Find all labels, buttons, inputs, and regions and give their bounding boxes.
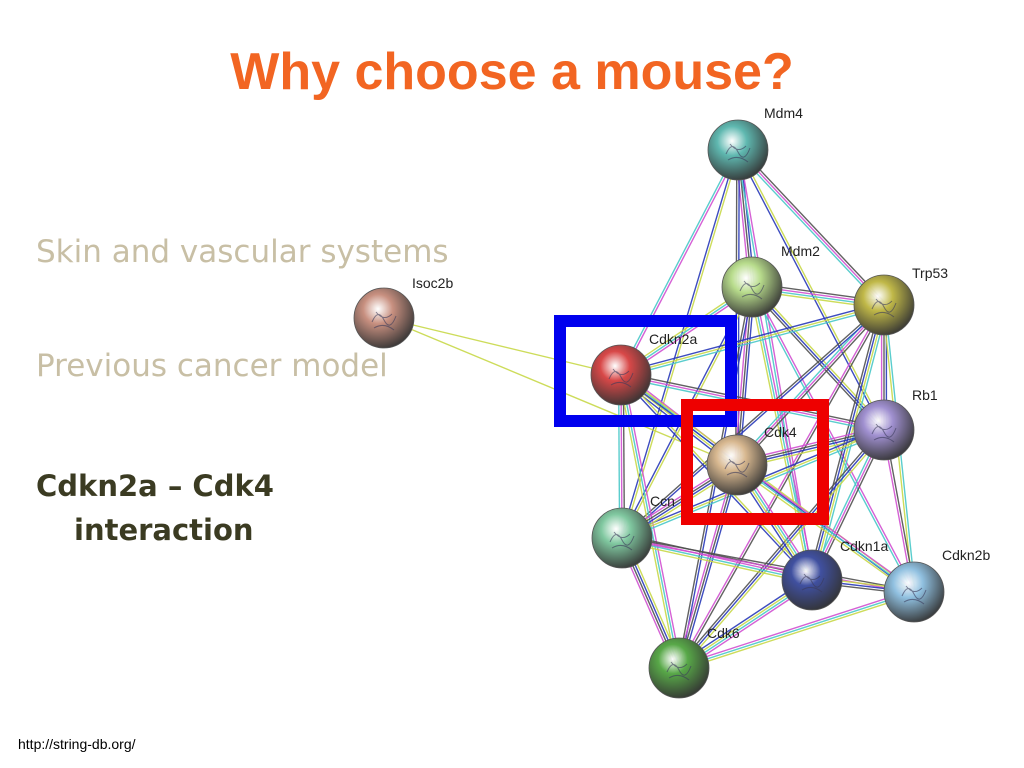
- edge-cdk4-cdkn2b: [737, 462, 916, 591]
- edge-cdk4-cdkn2b: [735, 466, 914, 595]
- edge-trp53-cdk4: [738, 306, 887, 468]
- slide-title: Why choose a mouse?: [230, 43, 794, 101]
- node-mdm4[interactable]: Mdm4: [707, 105, 803, 181]
- node-rb1-structure-icon: [871, 423, 897, 443]
- node-cdkn2b-label: Cdkn2b: [942, 547, 990, 563]
- edge-mdm4-trp53: [735, 151, 883, 308]
- edge-trp53-ccn: [620, 303, 884, 538]
- edge-cdk6-cdkn2b: [679, 593, 915, 671]
- edge-mdm2-cdkn1a: [753, 286, 816, 580]
- node-isoc2b-label: Isoc2b: [412, 275, 453, 291]
- edge-ccn-cdkn1a: [621, 540, 812, 585]
- bullet-interaction-line1: Cdkn2a – Cdk4: [36, 469, 274, 503]
- node-cdk4-label: Cdk4: [764, 424, 797, 440]
- edge-mdm4-rb1: [738, 149, 886, 430]
- edge-trp53-cdk6: [679, 305, 886, 669]
- node-mdm2-structure-icon: [739, 280, 765, 300]
- edge-mdm4-trp53: [739, 147, 887, 304]
- edge-trp53-cdkn2a: [620, 302, 884, 374]
- edge-mdm2-cdkn2b: [750, 287, 914, 593]
- network-nodes: Mdm4Mdm2Trp53Isoc2bCdkn2aRb1Cdk4CcnCdkn1…: [353, 105, 990, 699]
- bullet-skin-vascular: Skin and vascular systems: [36, 234, 449, 270]
- edge-ccn-cdkn2b: [622, 536, 915, 592]
- edge-trp53-cdk6: [677, 304, 884, 668]
- node-ccn[interactable]: Ccn: [591, 493, 675, 569]
- edge-cdk4-cdk6: [678, 464, 738, 669]
- edge-ccn-cdkn1a: [621, 538, 812, 582]
- edge-trp53-cdk4: [736, 304, 885, 466]
- node-cdkn2a[interactable]: Cdkn2a: [590, 331, 697, 406]
- edge-mdm4-trp53: [737, 149, 885, 306]
- node-isoc2b[interactable]: Isoc2b: [353, 275, 453, 349]
- node-cdkn2a-structure-icon: [608, 368, 634, 388]
- node-mdm4-label: Mdm4: [764, 105, 803, 121]
- edge-mdm2-rb1: [753, 284, 887, 429]
- node-cdk6-structure-icon: [666, 661, 692, 681]
- edge-cdk4-cdk6: [680, 465, 740, 669]
- node-trp53[interactable]: Trp53: [853, 265, 948, 336]
- node-ccn-structure-icon: [609, 531, 635, 551]
- edge-cdk6-cdkn2b: [678, 589, 914, 667]
- node-cdk6-label: Cdk6: [707, 625, 740, 641]
- edge-rb1-cdk6: [680, 431, 887, 671]
- edge-cdk6-cdkn2b: [678, 591, 915, 669]
- node-mdm4-structure-icon: [725, 143, 751, 163]
- red-highlight-box: [681, 399, 829, 525]
- edge-trp53-cdkn2a: [620, 304, 885, 376]
- node-cdkn1a-structure-icon: [799, 573, 825, 593]
- node-cdk4[interactable]: Cdk4: [706, 424, 797, 496]
- node-cdkn1a[interactable]: Cdkn1a: [781, 538, 888, 611]
- edge-mdm2-cdkn1a: [751, 286, 813, 581]
- edge-mdm2-cdkn2b: [752, 286, 916, 592]
- edge-trp53-cdkn1a: [807, 303, 882, 580]
- node-rb1-label: Rb1: [912, 387, 938, 403]
- node-cdkn2b-structure-icon: [901, 585, 927, 605]
- node-mdm2[interactable]: Mdm2: [721, 243, 820, 318]
- blue-highlight-box: [554, 315, 737, 427]
- node-cdk6[interactable]: Cdk6: [648, 625, 740, 699]
- edge-mdm4-rb1: [736, 150, 884, 431]
- node-cdkn2b[interactable]: Cdkn2b: [883, 547, 990, 623]
- node-ccn-label: Ccn: [650, 493, 675, 509]
- edge-rb1-cdk6: [678, 429, 885, 669]
- node-isoc2b-structure-icon: [371, 311, 397, 331]
- edge-mdm4-cdkn2a: [619, 149, 738, 375]
- node-rb1[interactable]: Rb1: [853, 387, 938, 461]
- edge-trp53-cdkn2a: [621, 306, 885, 378]
- node-cdk4-structure-icon: [724, 458, 750, 478]
- node-cdkn2a-label: Cdkn2a: [649, 331, 697, 347]
- edge-ccn-cdkn1a: [622, 533, 813, 578]
- edge-trp53-cdkn1a: [812, 305, 886, 581]
- edge-mdm2-rb1: [751, 286, 885, 431]
- edge-cdk4-cdkn2b: [736, 464, 915, 593]
- edge-trp53-ccn: [622, 305, 886, 540]
- source-url: http://string-db.org/: [18, 736, 136, 752]
- node-cdkn1a-label: Cdkn1a: [840, 538, 888, 554]
- bullet-interaction: Cdkn2a – Cdk4 interaction: [36, 464, 274, 552]
- edge-cdk4-cdk6: [676, 464, 736, 668]
- node-trp53-label: Trp53: [912, 265, 948, 281]
- node-mdm2-label: Mdm2: [781, 243, 820, 259]
- edge-isoc2b-cdkn2a: [383, 317, 622, 376]
- node-trp53-structure-icon: [871, 298, 897, 318]
- edge-rb1-cdk6: [676, 427, 883, 667]
- highlight-boxes: [554, 315, 829, 525]
- edge-ccn-cdkn1a: [622, 536, 813, 580]
- edge-mdm4-cdkn2a: [621, 150, 740, 376]
- bullet-interaction-line2: interaction: [74, 513, 254, 547]
- bullet-cancer-model: Previous cancer model: [36, 348, 388, 384]
